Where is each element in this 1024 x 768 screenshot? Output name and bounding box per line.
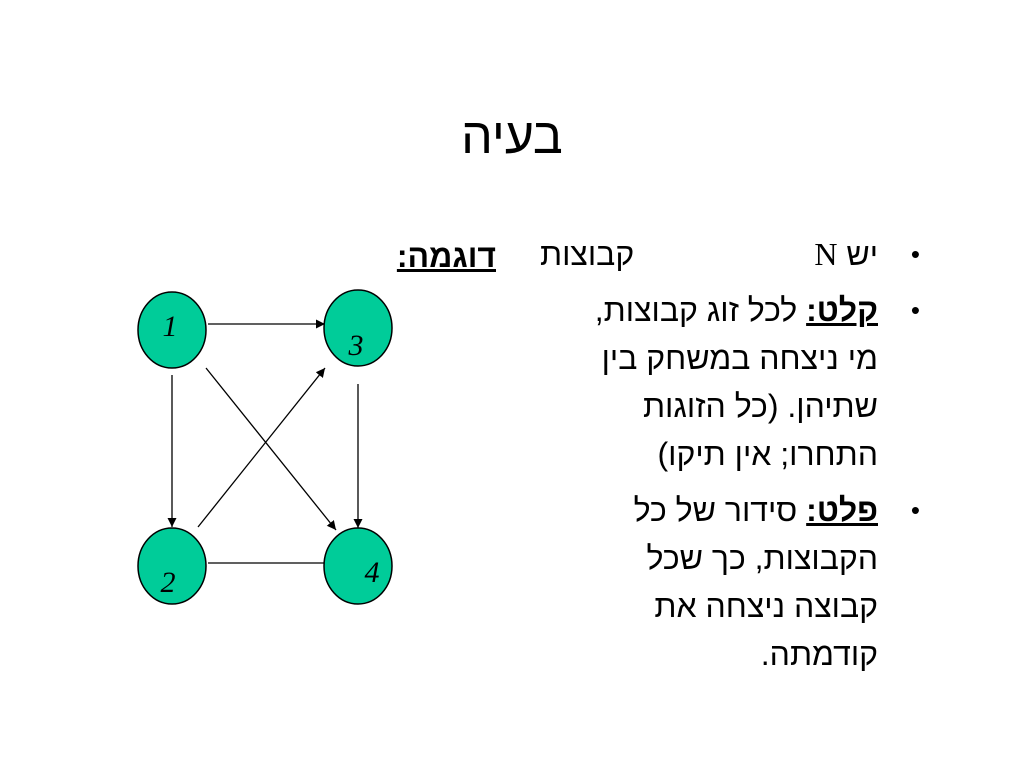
bullet-item-output: • פלט: סידור של כל הקבוצות, כך שכל קבוצה… <box>540 486 920 678</box>
graph-nodes: 1 2 3 4 <box>137 289 393 605</box>
bullet-line: הקבוצות, כך שכל <box>646 540 879 576</box>
bullet-line: פלט: סידור של כל <box>540 486 878 534</box>
output-term: פלט: <box>806 492 878 528</box>
bullet-text: לכל זוג קבוצות, <box>594 292 798 328</box>
input-term: קלט: <box>806 292 878 328</box>
bullet-line: מי ניצחה במשחק בין <box>601 340 878 376</box>
bullet-dot: • <box>910 495 920 525</box>
edge-1-to-4 <box>205 367 337 531</box>
bullet-line: קבוצה ניצחה את <box>654 588 878 624</box>
graph-edges <box>167 319 363 568</box>
node-3 <box>323 289 393 367</box>
bullet-line: שתיהן. (כל הזוגות <box>642 388 878 424</box>
bullet-item-input: • קלט: לכל זוג קבוצות, מי ניצחה במשחק בי… <box>540 286 920 478</box>
bullet-variable-n: N <box>814 236 838 272</box>
bullet-text-suffix: קבוצות <box>540 236 635 272</box>
bullet-line: קלט: לכל זוג קבוצות, <box>540 286 878 334</box>
node-label-4: 4 <box>365 556 380 589</box>
bullet-item-teams: • יש N קבוצות <box>540 230 920 278</box>
slide-title: בעיה <box>461 108 563 164</box>
bullet-line: יש N קבוצות <box>540 230 878 278</box>
bullet-text-prefix: יש <box>846 236 878 272</box>
bullet-line: קודמתה. <box>760 636 878 672</box>
example-label: דוגמה: <box>396 238 496 274</box>
edge-2-to-3 <box>197 367 326 528</box>
bullet-line: התחרו; אין תיקו) <box>657 436 878 472</box>
bullet-dot: • <box>910 239 920 269</box>
node-4 <box>323 527 393 605</box>
node-1 <box>137 291 207 369</box>
bullet-text: סידור של כל <box>633 492 798 528</box>
bullet-list: • יש N קבוצות • קלט: לכל זוג קבוצות, מי … <box>540 230 920 686</box>
node-label-2: 2 <box>161 566 176 599</box>
node-label-1: 1 <box>163 310 178 343</box>
node-label-3: 3 <box>348 329 364 362</box>
node-2 <box>137 527 207 605</box>
bullet-dot: • <box>910 295 920 325</box>
